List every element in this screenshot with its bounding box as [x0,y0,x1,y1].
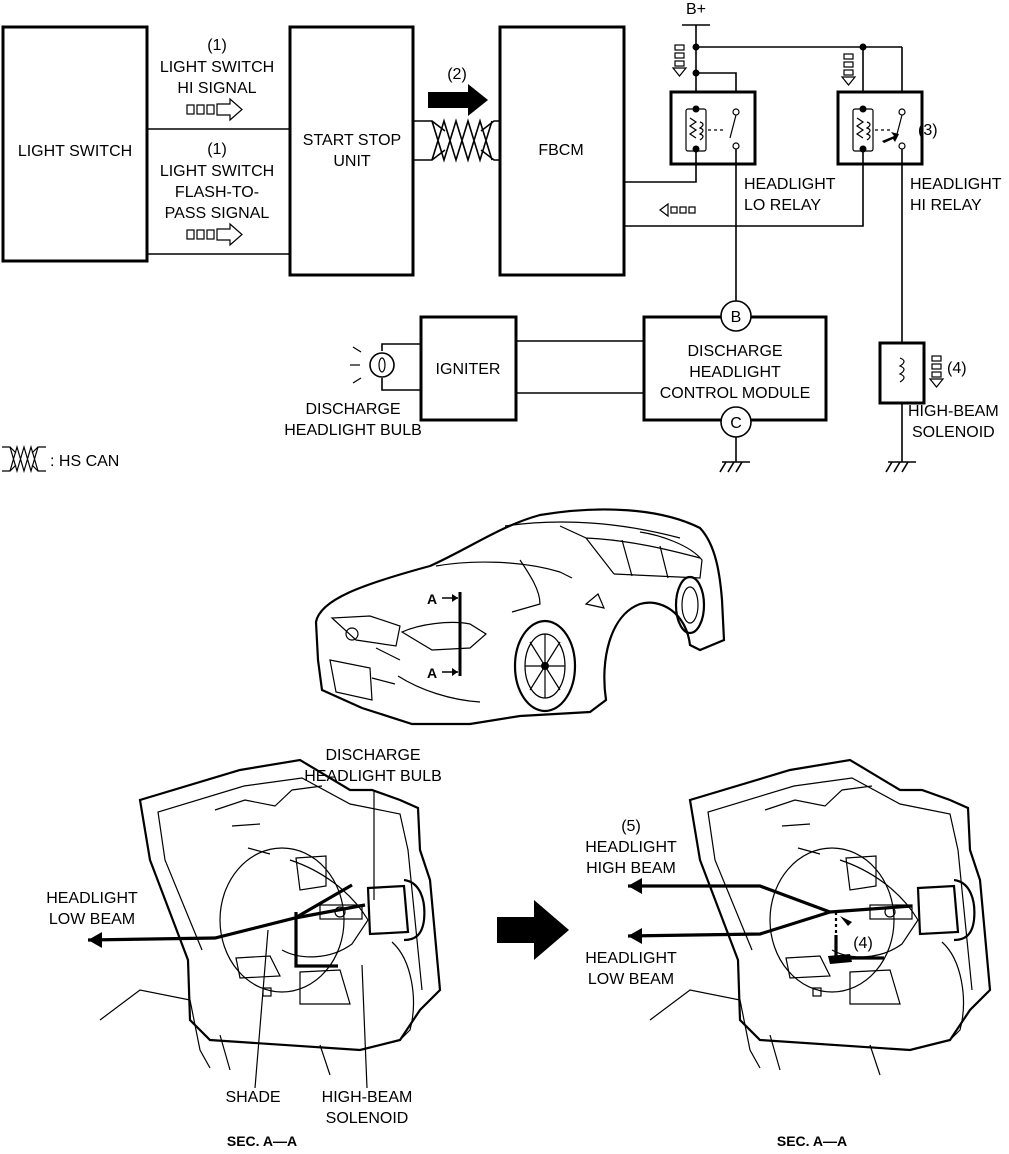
sec-right-number-4: (4) [853,935,873,952]
dhcm-label-line1: DISCHARGE [687,343,782,360]
ftp-signal-label-line3: PASS SIGNAL [165,205,270,222]
start-stop-unit-box [288,25,415,277]
current-flow-left-arrow-icon [659,202,696,218]
light-switch-box [1,25,149,263]
sec-left-solenoid-label-line2: SOLENOID [326,1110,409,1127]
ftp-signal-number: (1) [207,141,227,158]
fbcm-box [498,25,626,277]
dhcm-box [642,315,828,422]
sec-left-bulb-label-line2: HEADLIGHT BULB [304,768,442,785]
sec-right-high-beam-label-line2: HIGH BEAM [586,860,676,877]
bulb-label-line1: DISCHARGE [305,401,400,418]
sec-right-number-5: (5) [621,818,641,835]
terminal-b-label: B [731,309,742,326]
sec-right-low-beam-label-line2: LOW BEAM [588,971,674,988]
solenoid-current-down-arrow-icon [928,355,945,388]
igniter-box [419,315,518,422]
solenoid-leader-line [361,964,368,1089]
sec-right-high-beam-label-line1: HEADLIGHT [585,839,677,856]
start-stop-unit-label-line1: START STOP [303,132,401,149]
hs-can-bus [413,118,500,163]
terminal-b [720,300,752,332]
sec-left-shade-label: SHADE [225,1089,280,1106]
sec-left-solenoid-label-line1: HIGH-BEAM [322,1089,413,1106]
sec-right-caption: SEC. A—A [777,1133,847,1149]
wiring-block-diagram: LIGHT SWITCH (1) LIGHT SWITCH HI SIGNAL … [1,1,1002,474]
shade-leader-line [254,929,269,1089]
headlight-hi-relay-box [836,90,924,166]
battery-positive-label: B+ [686,1,706,18]
section-mark-bottom: A [427,665,437,681]
hi-signal-label-line1: LIGHT SWITCH [160,59,274,76]
solenoid-label-line2: SOLENOID [912,424,995,441]
terminal-c-label: C [730,415,742,432]
can-signal-number: (2) [447,66,467,83]
dhcm-label-line2: HEADLIGHT [689,364,781,381]
dhcm-label-line3: CONTROL MODULE [660,385,811,402]
headlight-lo-relay-box [669,90,757,166]
lo-relay-label-line2: LO RELAY [744,197,821,214]
sec-left-caption: SEC. A—A [227,1133,297,1149]
start-stop-unit-label-line2: UNIT [333,153,371,170]
solenoid-coil-icon [898,357,905,383]
ftp-signal-arrow-icon [186,222,243,247]
discharge-bulb-symbol-icon [350,346,395,384]
ftp-signal-label-line2: FLASH-TO- [175,184,259,201]
sec-left-bulb-label-line1: DISCHARGE [325,747,420,764]
section-left-drawing [87,758,442,1089]
transition-arrow-icon [497,900,569,960]
sec-left-low-beam-label-line1: HEADLIGHT [46,890,138,907]
hi-signal-label-line2: HI SIGNAL [177,80,256,97]
current-flow-down-arrow-icon [671,44,688,77]
hs-can-legend-icon [2,444,46,474]
hi-signal-number: (1) [207,37,227,54]
section-mark-top: A [427,591,437,607]
bulb-label-line2: HEADLIGHT BULB [284,422,422,439]
hi-signal-arrow-icon [186,97,243,122]
fbcm-lo-relay-control-wire [624,149,697,183]
ground-symbol-icon [885,461,916,473]
hs-can-legend-label: : HS CAN [50,453,119,470]
sec-left-low-beam-label-line2: LOW BEAM [49,911,135,928]
hi-relay-label-line2: HI RELAY [910,197,982,214]
ground-symbol-icon [719,461,750,473]
fbcm-hi-relay-control-wire [624,149,864,227]
solenoid-number: (4) [947,360,967,377]
solenoid-label-line1: HIGH-BEAM [908,403,999,420]
fbcm-label: FBCM [538,142,583,159]
igniter-label: IGNITER [436,361,501,378]
hi-relay-number: (3) [918,122,938,139]
lo-relay-label-line1: HEADLIGHT [744,176,836,193]
current-flow-down-arrow-icon [840,53,857,86]
sec-right-low-beam-label-line1: HEADLIGHT [585,950,677,967]
section-right-drawing [627,758,992,1076]
light-switch-label: LIGHT SWITCH [18,143,132,160]
can-direction-arrow-icon [428,84,488,116]
hi-relay-label-line1: HEADLIGHT [910,176,1002,193]
car-illustration [314,508,726,726]
ftp-signal-label-line1: LIGHT SWITCH [160,163,274,180]
